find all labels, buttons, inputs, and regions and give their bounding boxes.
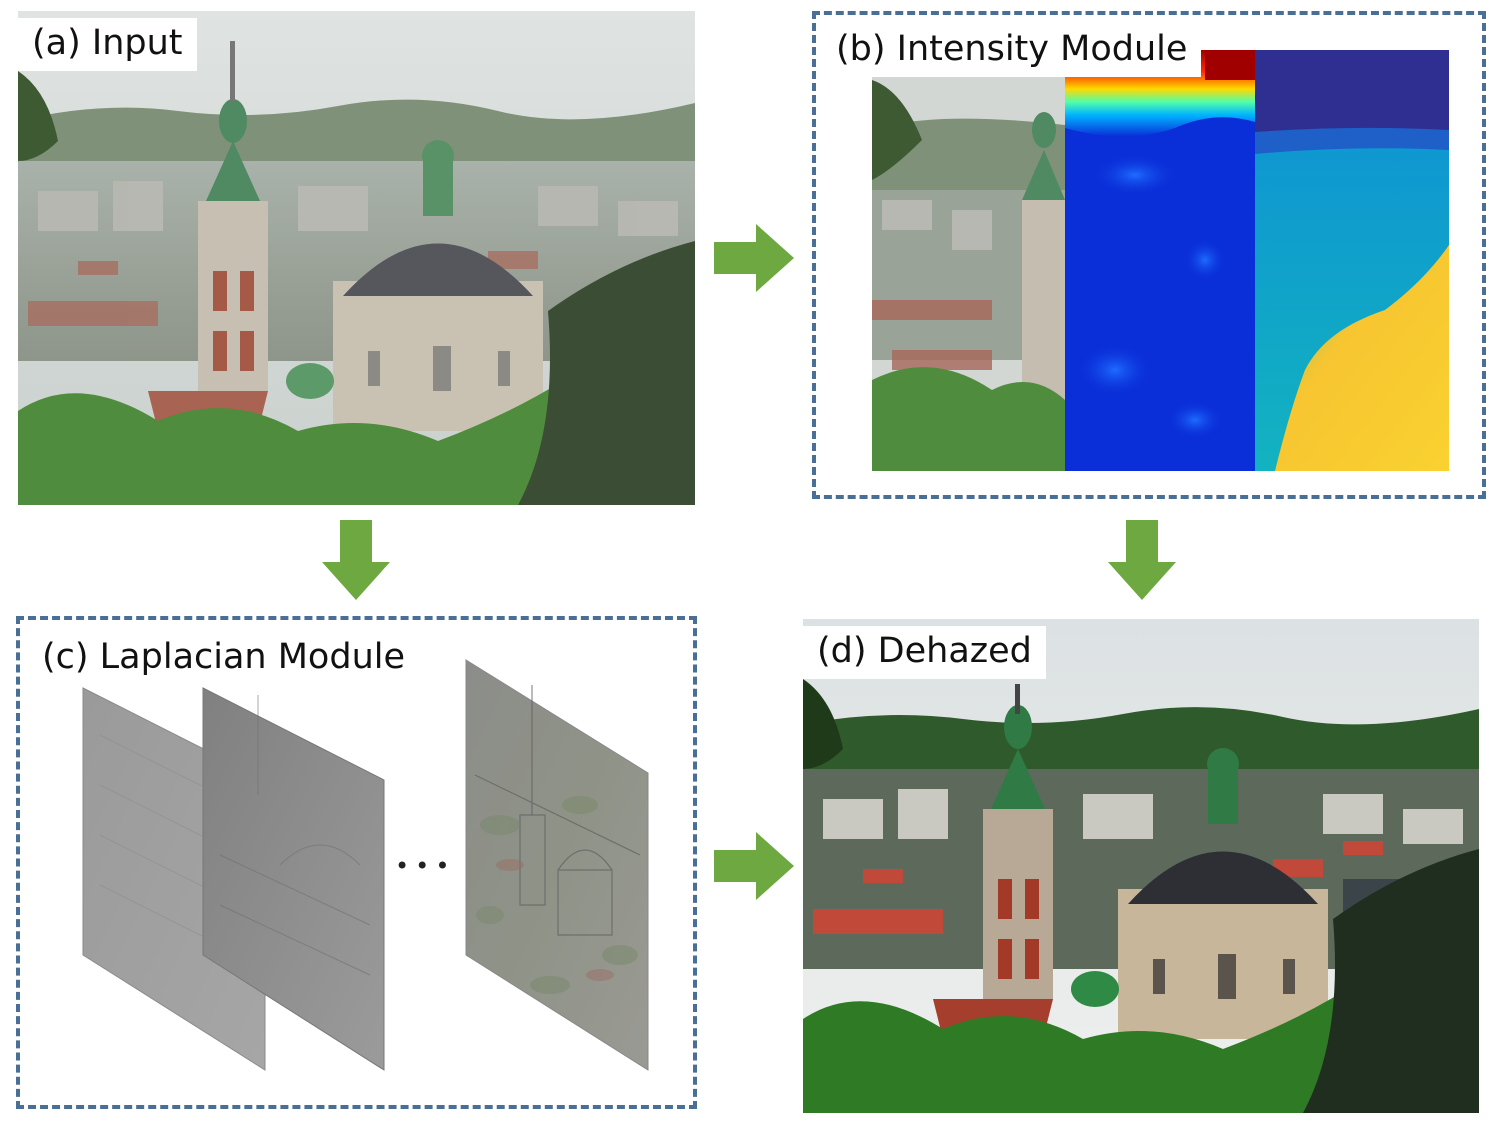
arrow-down-icon	[1108, 520, 1176, 600]
laplacian-label: (c) Laplacian Module	[28, 632, 420, 685]
intensity-input-strip	[872, 50, 1065, 471]
input-label: (a) Input	[18, 18, 197, 71]
laplacian-layers	[82, 659, 649, 1071]
arrow-right-icon	[714, 224, 794, 292]
intensity-jet-map	[1065, 50, 1255, 471]
laplacian-layer-2	[202, 687, 385, 1071]
laplacian-ellipsis: •••	[395, 852, 456, 880]
dehazed-image	[803, 619, 1479, 1113]
intensity-label: (b) Intensity Module	[822, 24, 1202, 77]
intensity-parula-map	[1255, 50, 1449, 471]
intensity-module-box	[812, 11, 1486, 499]
laplacian-layer-3	[465, 659, 649, 1071]
arrow-right-icon	[714, 832, 794, 900]
dehazed-label: (d) Dehazed	[803, 626, 1046, 679]
arrow-down-icon	[322, 520, 390, 600]
input-image	[18, 11, 695, 505]
laplacian-module-box	[16, 616, 697, 1109]
